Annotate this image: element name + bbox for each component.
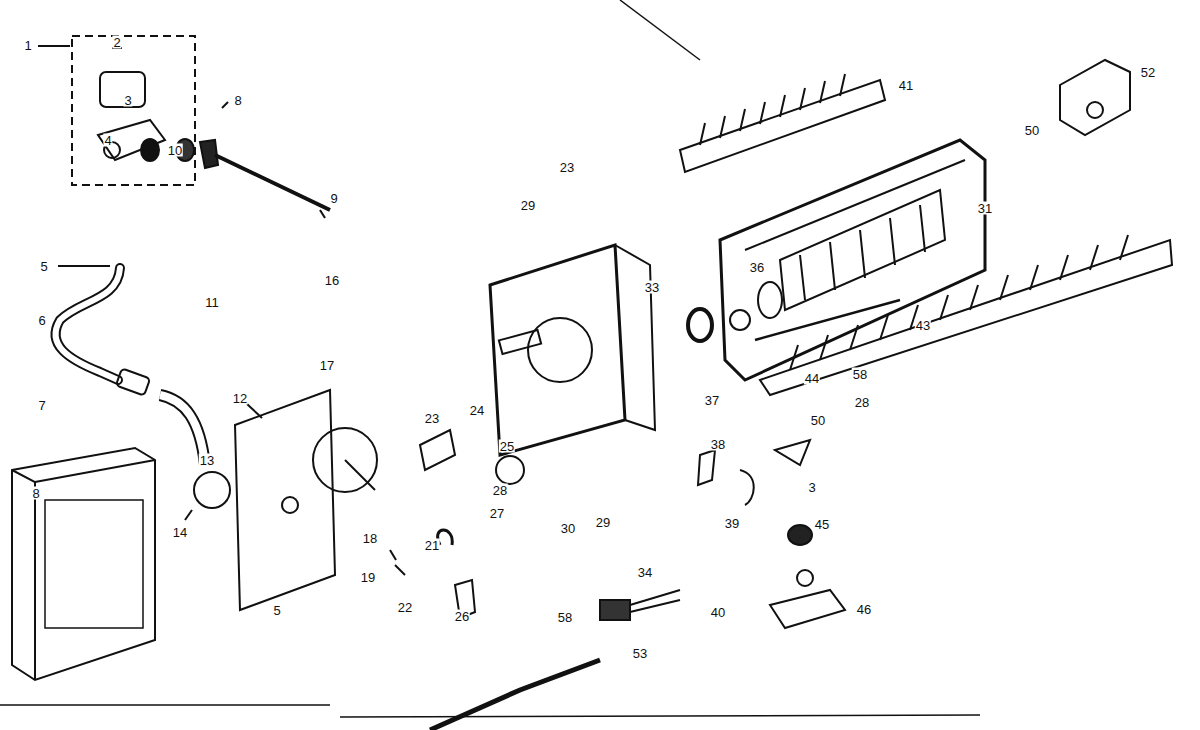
callout-number: 6	[37, 314, 46, 327]
callout-number: 53	[632, 647, 648, 660]
callout-number: 31	[977, 202, 993, 215]
callout-number: 50	[1024, 124, 1040, 137]
callout-number: 43	[915, 319, 931, 332]
callout-number: 37	[704, 394, 720, 407]
callout-number: 5	[272, 604, 281, 617]
callout-number: 34	[637, 566, 653, 579]
callout-number: 33	[644, 281, 660, 294]
callout-number: 12	[232, 392, 248, 405]
callout-number: 23	[424, 412, 440, 425]
callout-number: 28	[492, 484, 508, 497]
callout-number: 1	[23, 39, 32, 52]
callout-number: 36	[749, 261, 765, 274]
callout-number: 19	[360, 571, 376, 584]
callout-number: 44	[804, 372, 820, 385]
callout-number: 40	[710, 606, 726, 619]
callout-number: 45	[814, 518, 830, 531]
callout-number: 30	[560, 522, 576, 535]
callout-number: 26	[454, 610, 470, 623]
callout-number: 25	[499, 440, 515, 453]
callout-number: 13	[199, 454, 215, 467]
callout-number: 27	[489, 507, 505, 520]
callout-number: 5	[39, 260, 48, 273]
callout-number: 22	[397, 601, 413, 614]
callout-number: 50	[810, 414, 826, 427]
callout-number: 16	[324, 274, 340, 287]
callout-number: 3	[123, 94, 132, 107]
callout-number: 23	[559, 161, 575, 174]
callout-number: 29	[595, 516, 611, 529]
callout-number: 9	[329, 192, 338, 205]
callout-number: 38	[710, 438, 726, 451]
callout-number: 41	[898, 79, 914, 92]
callout-number: 29	[520, 199, 536, 212]
callout-number: 2	[112, 36, 121, 49]
callout-number: 24	[469, 404, 485, 417]
callout-number: 11	[204, 296, 220, 309]
callout-number: 21	[424, 539, 440, 552]
callout-number: 8	[31, 487, 40, 500]
callout-number: 7	[37, 399, 46, 412]
callout-number: 10	[167, 144, 183, 157]
callout-number: 14	[172, 526, 188, 539]
callout-number: 39	[724, 517, 740, 530]
callout-number: 3	[807, 481, 816, 494]
callout-number: 58	[557, 611, 573, 624]
callout-number: 4	[103, 134, 112, 147]
callout-number: 17	[319, 359, 335, 372]
callout-number: 58	[852, 368, 868, 381]
callout-number: 8	[233, 94, 242, 107]
callout-number: 18	[362, 532, 378, 545]
callout-number: 52	[1140, 66, 1156, 79]
callout-number: 28	[854, 396, 870, 409]
callout-number: 46	[856, 603, 872, 616]
